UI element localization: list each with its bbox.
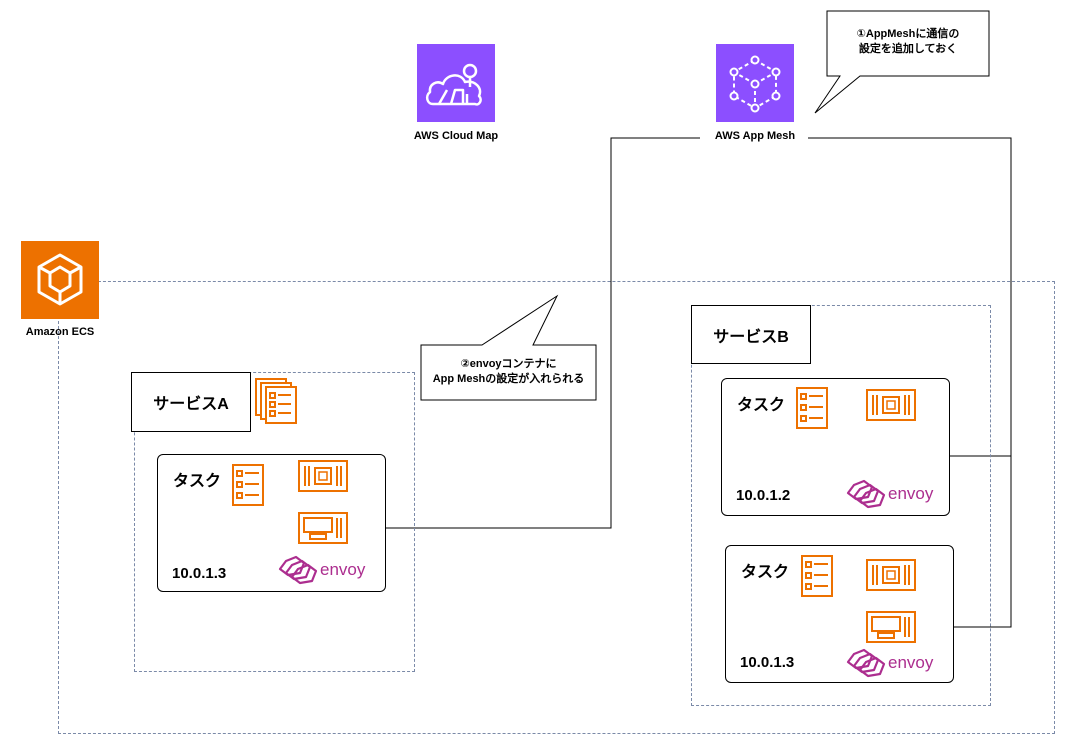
callout-2-bubble [420, 294, 597, 401]
task-title: タスク [173, 473, 222, 490]
task-definition-icon [232, 464, 264, 511]
callout-2-text: ②envoyコンテナに App Meshの設定が入れられる [432, 358, 585, 385]
container-chip-icon [866, 559, 916, 596]
envoy-logo-text: envoy [888, 653, 934, 672]
service-b-title: サービスB [691, 305, 811, 364]
task-ip-address: 10.0.1.3 [172, 565, 227, 582]
envoy-container-icon [866, 611, 916, 648]
task-title: タスク [737, 397, 786, 414]
cloud-map-label: AWS Cloud Map [413, 130, 499, 142]
service-b-boundary [691, 305, 991, 706]
service-b-task-2-card: タスク 1 [725, 545, 954, 683]
envoy-logo-icon [846, 648, 886, 678]
task-definition-icon [801, 555, 833, 602]
envoy-logo: envoy [276, 555, 365, 585]
callout-1-text: ①AppMeshに通信の 設定を追加しておく [856, 28, 960, 55]
cloud-map-icon [417, 44, 495, 122]
ecs-cluster-boundary [58, 281, 1055, 734]
service-b-task-1-card: タスク 10.0.1.2 [721, 378, 950, 516]
task-ip-address: 10.0.1.2 [736, 487, 791, 504]
app-mesh-label: AWS App Mesh [714, 130, 796, 142]
mesh-to-service-b-line [808, 137, 1012, 630]
service-a-task-card: タスク 1 [157, 454, 386, 592]
callout-1-bubble [814, 10, 990, 114]
task-ip-address: 10.0.1.3 [740, 654, 795, 671]
app-mesh-icon [716, 44, 794, 122]
envoy-logo-icon [278, 555, 318, 585]
task-definition-stack-icon [254, 377, 298, 430]
container-chip-icon [298, 460, 348, 497]
envoy-logo-text: envoy [888, 484, 934, 503]
task-definition-icon [796, 387, 828, 434]
task-title: タスク [741, 564, 790, 581]
envoy-logo: envoy [844, 648, 933, 678]
envoy-container-icon [298, 512, 348, 549]
container-chip-icon [866, 389, 916, 426]
amazon-ecs-icon [21, 241, 99, 319]
envoy-logo-icon [846, 479, 886, 509]
service-a-title: サービスA [131, 372, 251, 432]
amazon-ecs-label: Amazon ECS [25, 326, 95, 338]
envoy-logo-text: envoy [320, 560, 366, 579]
mesh-to-service-a-line [350, 137, 700, 531]
service-a-boundary [134, 372, 415, 672]
envoy-logo: envoy [844, 479, 933, 509]
